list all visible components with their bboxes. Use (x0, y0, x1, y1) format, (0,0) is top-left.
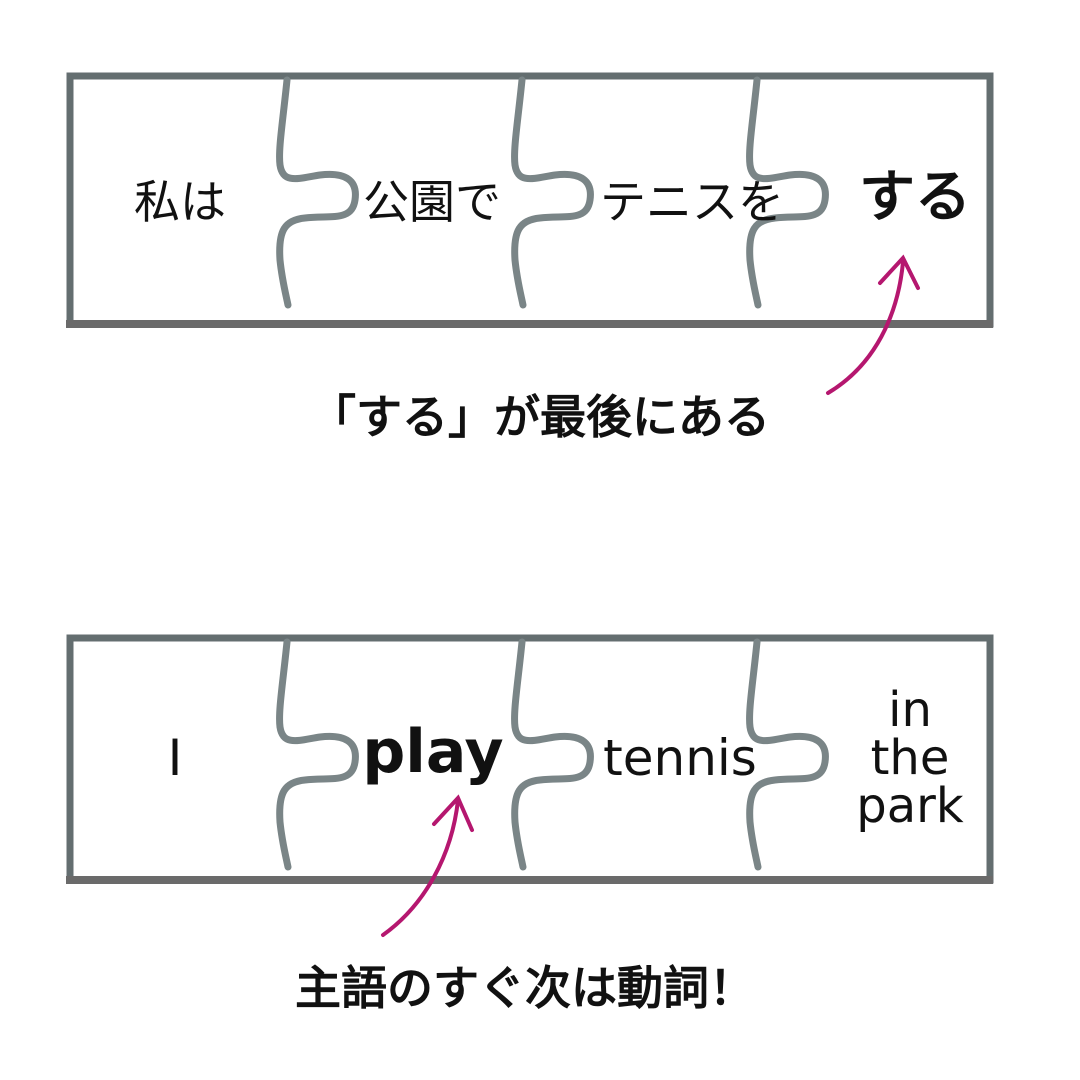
en-caption: 主語のすぐ次は動詞！ (295, 961, 755, 1015)
arrow-to-suru (826, 254, 920, 395)
en-piece-in-the-park: in the park (856, 686, 963, 830)
puzzle-connector (750, 642, 826, 867)
japanese-puzzle-frame (66, 72, 994, 328)
puzzle-connector (515, 80, 591, 305)
en-piece-tennis: tennis (603, 729, 757, 787)
jp-caption: 「する」が最後にある (310, 390, 770, 444)
arrow-to-play (381, 794, 474, 937)
jp-piece-suru: する (859, 165, 971, 230)
en-piece-i: I (167, 729, 183, 787)
puzzle-connector (280, 642, 356, 867)
jp-piece-watashiwa: 私は (134, 175, 226, 229)
jp-piece-kouende: 公園で (363, 175, 501, 229)
jp-piece-tenniswo: テニスを (600, 175, 784, 229)
puzzle-connector (280, 80, 356, 305)
english-puzzle-frame (66, 634, 994, 884)
en-piece-play: play (362, 717, 504, 787)
en-piece-line: the (870, 730, 950, 786)
en-piece-line: park (856, 778, 964, 834)
puzzle-connector (515, 642, 591, 867)
en-piece-line: in (888, 682, 932, 738)
